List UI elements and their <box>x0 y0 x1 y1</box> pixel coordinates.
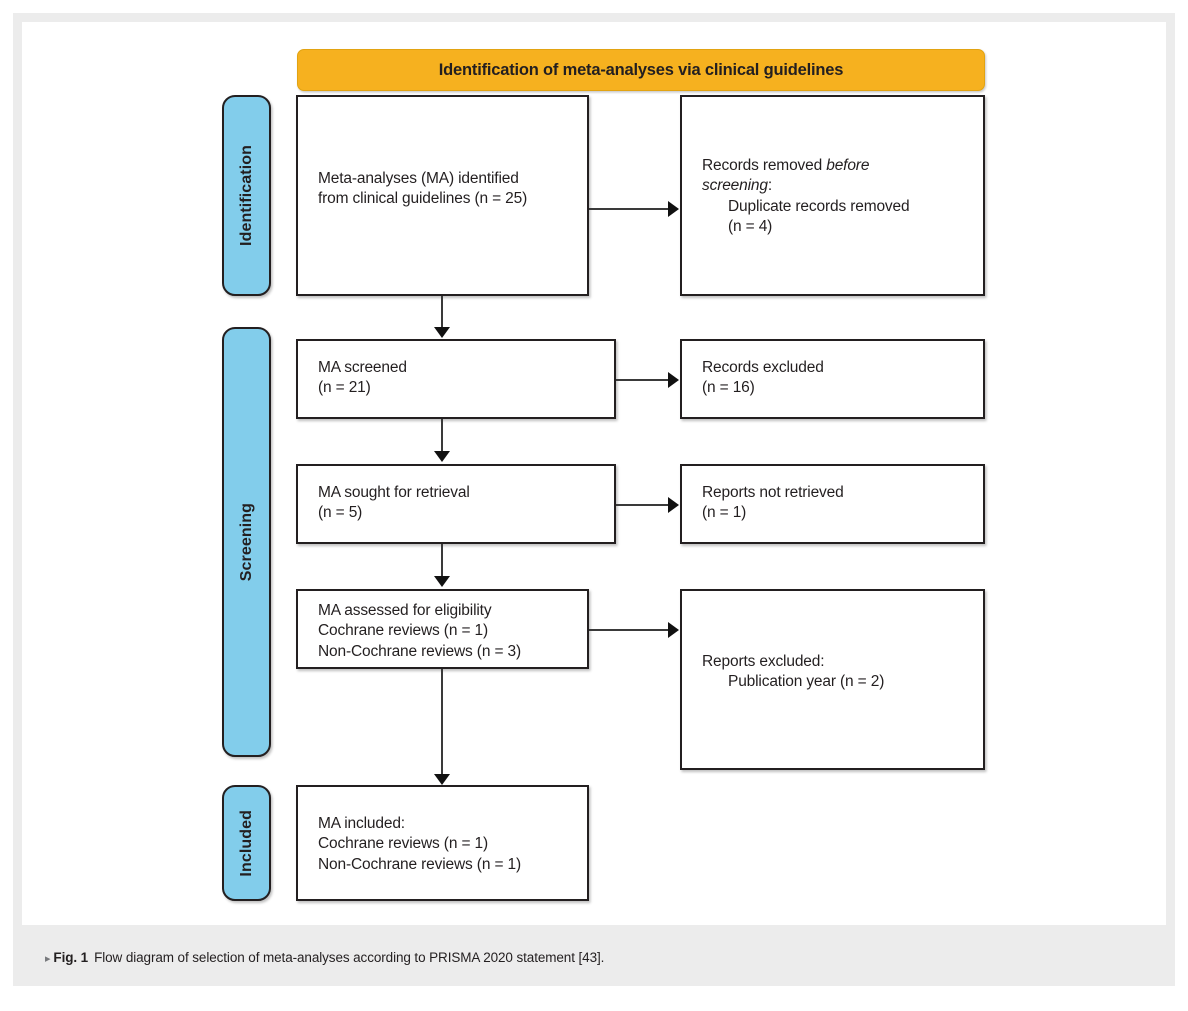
node-records-excluded-text: Records excluded (n = 16) <box>702 358 973 399</box>
figure-caption: ▸Fig. 1 Flow diagram of selection of meta… <box>45 950 604 965</box>
arrowhead-down-icon <box>434 576 450 587</box>
stage-rail-screening: Screening <box>222 327 271 757</box>
node-reports-not-retrieved-text: Reports not retrieved (n = 1) <box>702 483 973 524</box>
connector-eligibility-to-included <box>441 669 443 777</box>
node-records-removed-text: Records removed before screening: Duplic… <box>702 156 973 238</box>
node-assessed-for-eligibility: MA assessed for eligibility Cochrane rev… <box>296 589 589 669</box>
arrowhead-right-icon <box>668 497 679 513</box>
node-identified-line2: from clinical guidelines (n = 25) <box>318 190 528 208</box>
node-identified: Meta-analyses (MA) identified from clini… <box>296 95 589 296</box>
stage-rail-included-label: Included <box>237 809 255 877</box>
node-records-excluded: Records excluded (n = 16) <box>680 339 985 419</box>
node-records-removed-line2: screening: <box>702 176 973 196</box>
node-records-removed-line2-em: screening <box>702 177 768 195</box>
header-banner-label: Identification of meta-analyses via clin… <box>438 60 844 79</box>
stage-rail-identification-label: Identification <box>237 145 255 246</box>
arrowhead-down-icon <box>434 327 450 338</box>
node-identified-line1: Meta-analyses (MA) identified <box>318 170 519 187</box>
arrowhead-down-icon <box>434 451 450 462</box>
stage-rail-identification: Identification <box>222 95 271 296</box>
node-assessed-for-eligibility-line3: Non-Cochrane reviews (n = 3) <box>318 642 521 660</box>
node-screened-line1: MA screened <box>318 359 407 376</box>
connector-sought-to-eligibility <box>441 544 443 578</box>
arrowhead-down-icon <box>434 774 450 785</box>
node-included-line2: Cochrane reviews (n = 1) <box>318 835 488 853</box>
figure-canvas: Identification of meta-analyses via clin… <box>22 22 1166 925</box>
caption-marker-icon: ▸ <box>45 953 51 965</box>
node-reports-excluded: Reports excluded: Publication year (n = … <box>680 589 985 770</box>
stage-rail-screening-label: Screening <box>237 502 255 582</box>
node-reports-excluded-line1: Reports excluded: <box>702 653 825 670</box>
node-records-excluded-line2: (n = 16) <box>702 379 755 397</box>
node-included-line1: MA included: <box>318 815 405 832</box>
node-reports-excluded-line2: Publication year (n = 2) <box>728 673 885 691</box>
node-records-removed-line1: Records removed before <box>702 156 973 176</box>
node-sought-for-retrieval: MA sought for retrieval (n = 5) <box>296 464 616 544</box>
node-records-excluded-line1: Records excluded <box>702 359 824 376</box>
figure-frame: Identification of meta-analyses via clin… <box>13 13 1175 986</box>
node-assessed-for-eligibility-text: MA assessed for eligibility Cochrane rev… <box>318 601 577 662</box>
connector-screened-to-sought <box>441 419 443 453</box>
connector-screened-to-excluded <box>616 379 669 381</box>
node-reports-excluded-text: Reports excluded: Publication year (n = … <box>702 652 973 693</box>
node-records-removed-line2-tail: : <box>767 177 773 195</box>
connector-sought-to-not-retrieved <box>616 504 669 506</box>
node-assessed-for-eligibility-line2: Cochrane reviews (n = 1) <box>318 622 488 640</box>
connector-identified-to-removed <box>589 208 669 210</box>
node-identified-text: Meta-analyses (MA) identified from clini… <box>318 169 577 210</box>
node-included-text: MA included: Cochrane reviews (n = 1) No… <box>318 814 577 875</box>
node-reports-not-retrieved-line1: Reports not retrieved <box>702 484 844 501</box>
arrowhead-right-icon <box>668 622 679 638</box>
node-screened-text: MA screened (n = 21) <box>318 358 604 399</box>
node-records-removed: Records removed before screening: Duplic… <box>680 95 985 296</box>
connector-eligibility-to-reports-excluded <box>589 629 669 631</box>
node-sought-for-retrieval-line1: MA sought for retrieval <box>318 484 470 501</box>
node-included: MA included: Cochrane reviews (n = 1) No… <box>296 785 589 901</box>
arrowhead-right-icon <box>668 372 679 388</box>
figure-caption-text: Flow diagram of selection of meta-analys… <box>94 950 605 965</box>
node-assessed-for-eligibility-line1: MA assessed for eligibility <box>318 602 492 619</box>
figure-caption-label: Fig. 1 <box>53 950 89 965</box>
node-records-removed-line1-em: before <box>826 157 870 174</box>
connector-identified-to-screened <box>441 296 443 329</box>
node-reports-not-retrieved-line2: (n = 1) <box>702 504 747 522</box>
node-records-removed-line1-head: Records removed <box>702 157 827 174</box>
arrowhead-right-icon <box>668 201 679 217</box>
node-sought-for-retrieval-line2: (n = 5) <box>318 504 363 522</box>
node-screened: MA screened (n = 21) <box>296 339 616 419</box>
stage-rail-included: Included <box>222 785 271 901</box>
node-screened-line2: (n = 21) <box>318 379 371 397</box>
node-records-removed-line3: Duplicate records removed <box>728 197 910 215</box>
figure-caption-band: ▸Fig. 1 Flow diagram of selection of meta… <box>13 935 1175 986</box>
node-sought-for-retrieval-text: MA sought for retrieval (n = 5) <box>318 483 604 524</box>
node-records-removed-line4: (n = 4) <box>728 218 773 236</box>
header-banner: Identification of meta-analyses via clin… <box>297 49 985 91</box>
node-reports-not-retrieved: Reports not retrieved (n = 1) <box>680 464 985 544</box>
node-included-line3: Non-Cochrane reviews (n = 1) <box>318 855 521 873</box>
